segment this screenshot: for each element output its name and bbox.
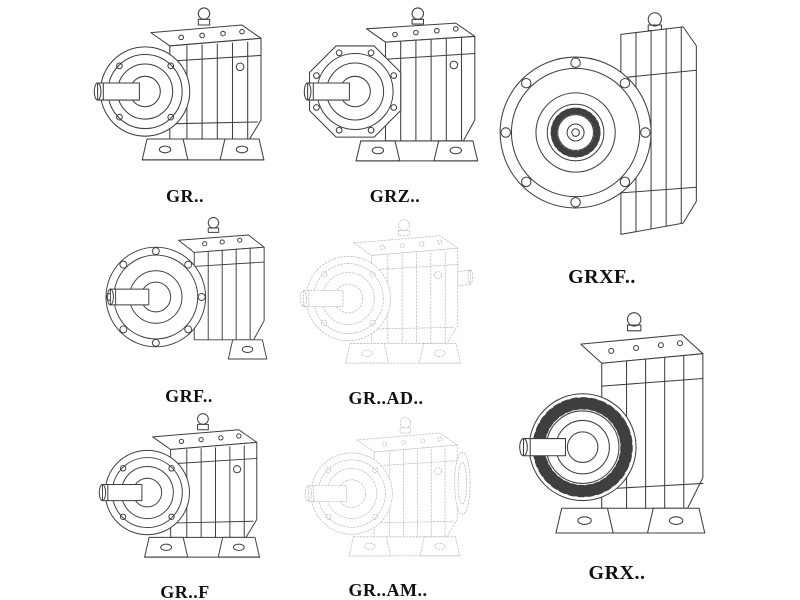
grz-gear-unit-drawing xyxy=(300,4,490,180)
figure-label-gr-f: GR..F xyxy=(160,582,210,600)
figure-label-gr: GR.. xyxy=(166,186,204,206)
figure-label-grxf: GRXF.. xyxy=(568,266,636,288)
figure-gr-am-unit: GR..AM.. xyxy=(290,414,486,600)
figure-label-grf: GRF.. xyxy=(165,386,213,406)
gr-foot-mounted-gear-unit-drawing xyxy=(90,4,280,180)
figure-grf-unit: GRF.. xyxy=(94,214,284,407)
grxf-flange-gear-unit-drawing xyxy=(498,8,706,258)
gr-am-motor-adapter-gear-unit-drawing xyxy=(290,414,486,574)
figure-grxf-unit: GRXF.. xyxy=(498,8,706,289)
figure-gr-f-unit: GR..F xyxy=(92,410,278,600)
grx-foot-mounted-gear-unit-drawing xyxy=(508,306,726,554)
figure-grx-unit: GRX.. xyxy=(508,306,726,585)
figure-label-gr-am: GR..AM.. xyxy=(348,580,428,600)
gr-ad-adapter-gear-unit-drawing xyxy=(288,216,484,382)
figure-gr-ad-unit: GR..AD.. xyxy=(288,216,484,409)
figure-gr-unit: GR.. xyxy=(90,4,280,207)
figure-grz-unit: GRZ.. xyxy=(300,4,490,207)
figure-label-gr-ad: GR..AD.. xyxy=(348,388,424,408)
gr-f-foot-mounted-gear-unit-drawing xyxy=(92,410,278,576)
grf-flange-mounted-gear-unit-drawing xyxy=(94,214,284,380)
figure-label-grx: GRX.. xyxy=(588,562,646,584)
figure-label-grz: GRZ.. xyxy=(369,186,421,206)
